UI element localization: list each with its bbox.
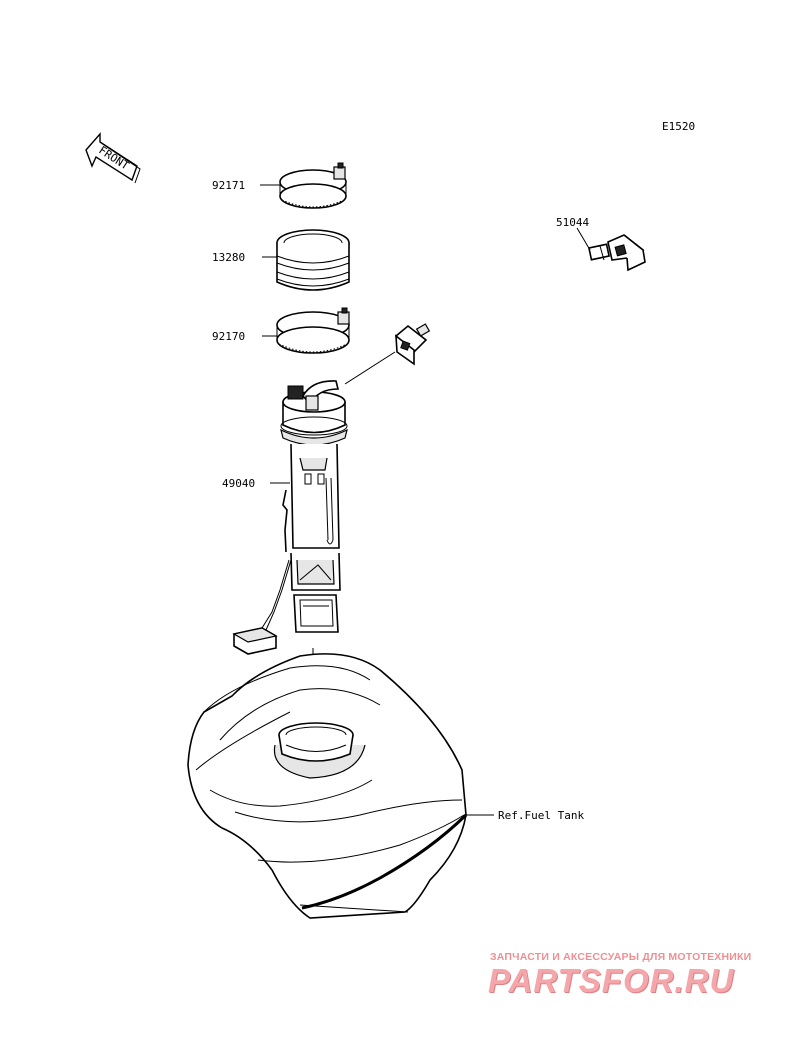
watermark-tagline: ЗАПЧАСТИ И АКСЕССУАРЫ ДЛЯ МОТОТЕХНИКИ bbox=[490, 951, 752, 963]
front-arrow-icon: FRONT bbox=[85, 132, 141, 184]
part-number-92170: 92170 bbox=[212, 330, 245, 343]
watermark-logo: PARTSFOR.RU bbox=[488, 962, 735, 999]
clamp-92170 bbox=[276, 307, 350, 354]
part-number-51044: 51044 bbox=[556, 216, 589, 229]
reference-label: Ref.Fuel Tank bbox=[498, 809, 584, 822]
part-number-13280: 13280 bbox=[212, 251, 245, 264]
part-number-49040: 49040 bbox=[222, 477, 255, 490]
grommet-13280 bbox=[276, 229, 350, 291]
clamp-92171 bbox=[279, 162, 347, 209]
fuel-tank bbox=[187, 653, 468, 919]
fuel-hose-51044 bbox=[394, 234, 646, 366]
diagram-code: E1520 bbox=[662, 120, 695, 133]
part-number-92171: 92171 bbox=[212, 179, 245, 192]
fuel-pump-49040 bbox=[232, 380, 348, 655]
